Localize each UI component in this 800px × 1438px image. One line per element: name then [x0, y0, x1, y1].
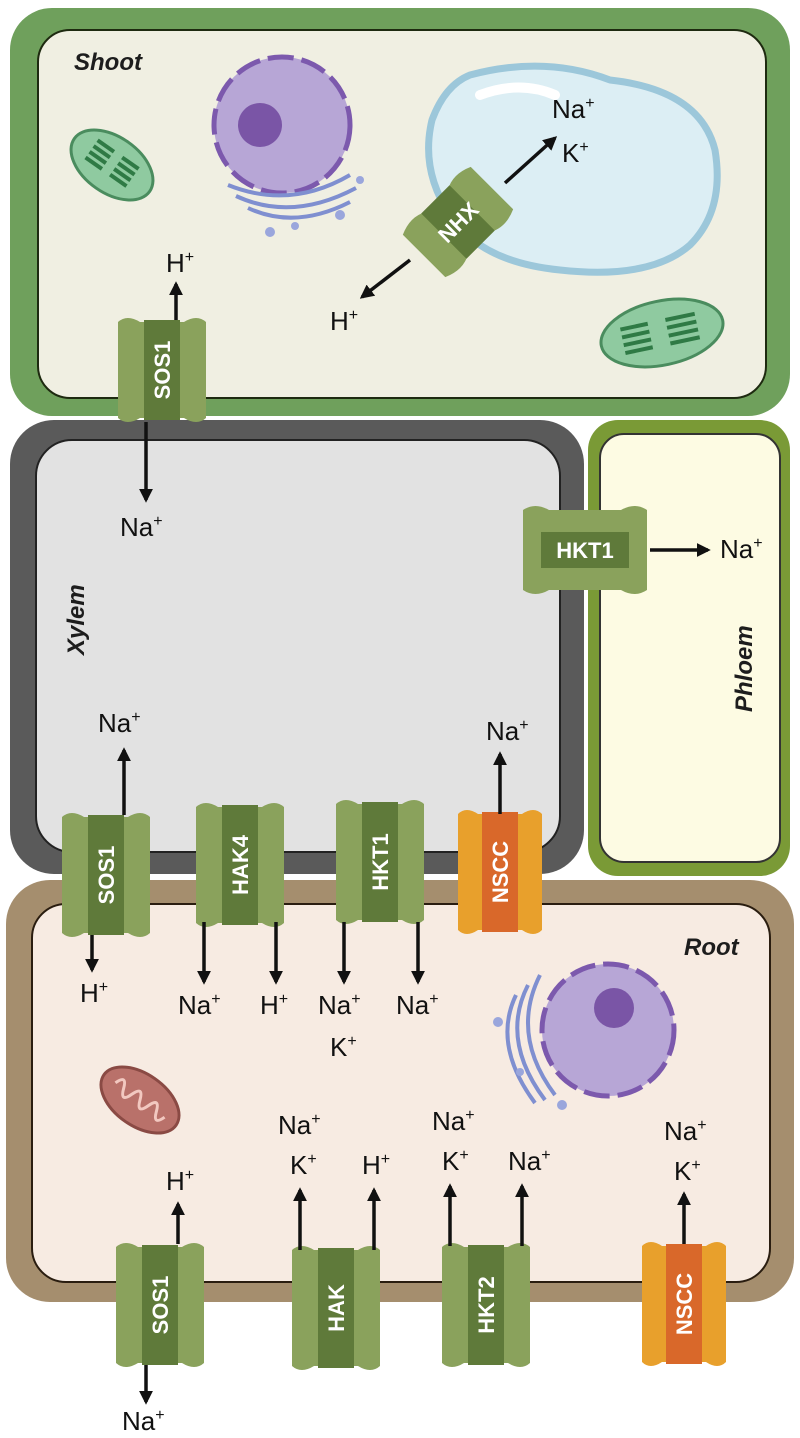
ion-label: H+: [330, 306, 358, 336]
ion-label: Na+: [432, 1106, 475, 1136]
arrow: [359, 258, 412, 299]
ion-label: Na+: [720, 534, 763, 564]
sos1-transporter-xylem: SOS1: [62, 813, 150, 937]
ion-label: H+: [260, 990, 288, 1020]
sos1-transporter-root: SOS1: [116, 1243, 204, 1367]
hkt2-transporter: HKT2: [442, 1243, 530, 1367]
phloem-vessel: [588, 420, 790, 876]
ion-label: K+: [562, 138, 589, 168]
ion-label: K+: [290, 1150, 317, 1180]
hak-label: HAK: [324, 1284, 349, 1332]
ion-label: H+: [80, 978, 108, 1008]
ion-label: K+: [442, 1146, 469, 1176]
hkt1-label: HKT1: [368, 833, 393, 890]
ion-label: Na+: [122, 1406, 165, 1436]
ion-label: H+: [166, 1166, 194, 1196]
nscc-transporter-root: NSCC: [642, 1242, 726, 1366]
ion-label: Na+: [396, 990, 439, 1020]
shoot-label: Shoot: [74, 49, 143, 76]
ion-label: Na+: [508, 1146, 551, 1176]
xylem-label: Xylem: [63, 584, 90, 657]
sos1-label: SOS1: [150, 341, 175, 400]
golgi-icon: [493, 974, 567, 1110]
mitochondrion-icon: [99, 1065, 181, 1135]
ion-label: Na+: [486, 716, 529, 746]
hkt1-transporter-xylem: HKT1: [336, 800, 424, 924]
hkt1-label: HKT1: [556, 538, 613, 563]
ion-label: Na+: [178, 990, 221, 1020]
phloem-label: Phloem: [731, 625, 758, 712]
ion-label: Na+: [278, 1110, 321, 1140]
sos1-label: SOS1: [94, 846, 119, 905]
ion-label: H+: [362, 1150, 390, 1180]
xylem-vessel: [10, 420, 584, 874]
ion-label: Na+: [318, 990, 361, 1020]
hak4-transporter: HAK4: [196, 803, 284, 927]
root-label: Root: [684, 934, 740, 961]
nucleus-icon: [211, 54, 353, 196]
ion-label: K+: [674, 1156, 701, 1186]
ion-label: K+: [330, 1032, 357, 1062]
arrow: [503, 136, 558, 185]
ion-label: Na+: [552, 94, 595, 124]
hak4-label: HAK4: [228, 834, 253, 895]
chloroplast-icon: [599, 297, 725, 369]
ion-label: Na+: [98, 708, 141, 738]
nhx-transporter: NHX: [402, 166, 514, 278]
nucleus-icon: [539, 961, 677, 1099]
hak-transporter: HAK: [292, 1246, 380, 1370]
golgi-icon: [227, 173, 364, 237]
nscc-label: NSCC: [488, 841, 513, 903]
sos1-label: SOS1: [148, 1276, 173, 1335]
nscc-label: NSCC: [672, 1273, 697, 1335]
chloroplast-icon: [69, 128, 155, 202]
nscc-transporter-xylem: NSCC: [458, 810, 542, 934]
hkt2-label: HKT2: [474, 1276, 499, 1333]
hkt1-transporter-phloem: HKT1: [523, 506, 647, 594]
ion-label: Na+: [664, 1116, 707, 1146]
sos1-transporter-shoot: SOS1: [118, 318, 206, 422]
ion-label: Na+: [120, 512, 163, 542]
ion-label: H+: [166, 248, 194, 278]
